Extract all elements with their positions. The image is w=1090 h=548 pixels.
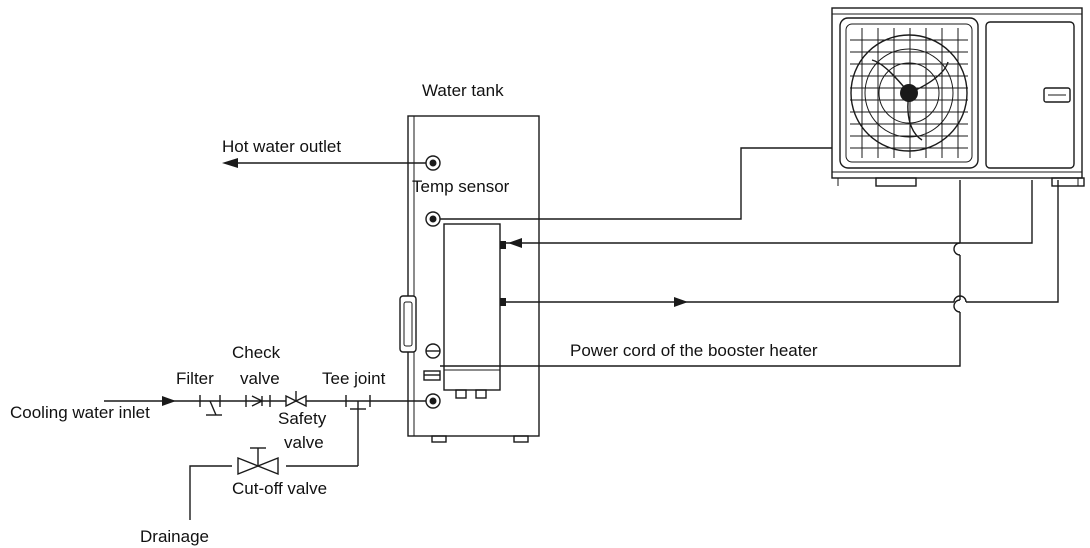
cutoff-valve-label: Cut-off valve: [232, 479, 327, 498]
power-cord-label: Power cord of the booster heater: [570, 341, 818, 360]
water-tank-label: Water tank: [422, 81, 504, 100]
drain-fitting: [425, 343, 441, 359]
hot-water-outlet-label: Hot water outlet: [222, 137, 341, 156]
connection-lines: [104, 147, 1059, 520]
tee-joint-label: Tee joint: [322, 369, 386, 388]
water-tank: [399, 115, 540, 443]
temp-sensor-label: Temp sensor: [412, 177, 510, 196]
cold-water-inlet-fitting: [425, 393, 441, 409]
check-valve-label-line2: valve: [240, 369, 280, 388]
filter-label: Filter: [176, 369, 214, 388]
temp-sensor-fitting: [425, 211, 441, 227]
drainage-label: Drainage: [140, 527, 209, 546]
fan-grille: [850, 28, 968, 158]
check-valve-label-line1: Check: [232, 343, 281, 362]
outdoor-heat-pump-unit: [831, 7, 1085, 187]
booster-heater-fitting: [423, 370, 441, 381]
safety-valve-label-line1: Safety: [278, 409, 327, 428]
safety-valve-label-line2: valve: [284, 433, 324, 452]
cooling-water-inlet-label: Cooling water inlet: [10, 403, 150, 422]
hot-water-outlet-fitting: [425, 155, 441, 171]
labels: Water tank Hot water outlet Temp sensor …: [10, 81, 818, 546]
